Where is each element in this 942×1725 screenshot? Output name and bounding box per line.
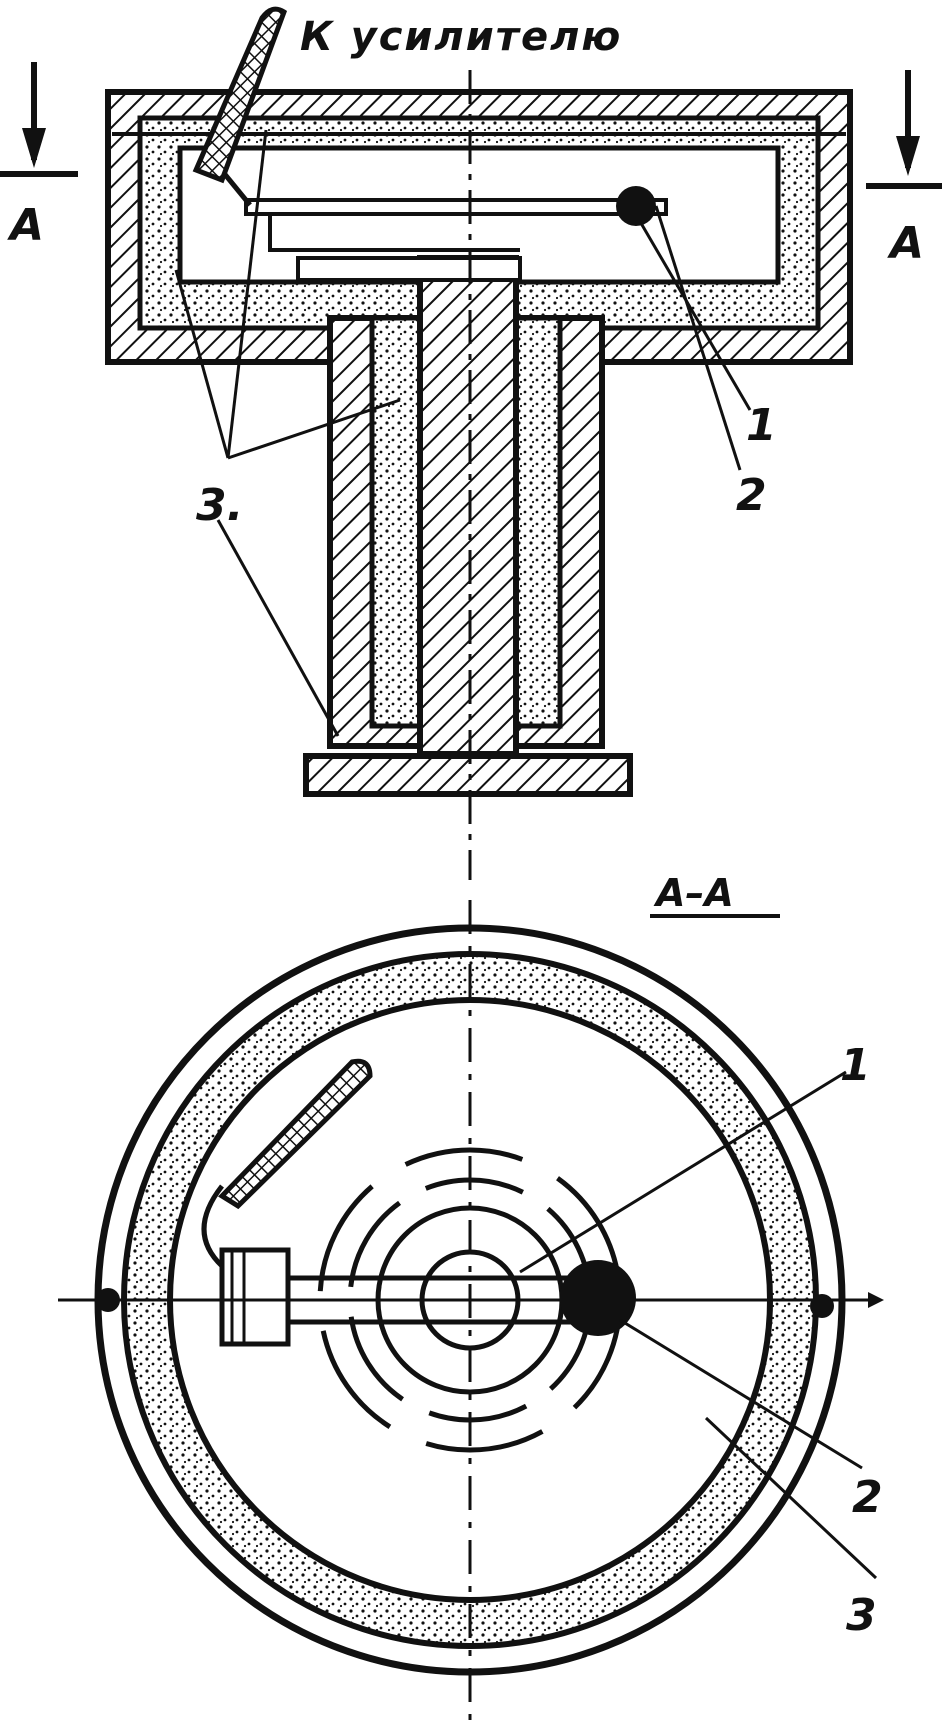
callout-3-plan: 3 xyxy=(846,1590,877,1641)
callout-1-plan: 1 xyxy=(840,1040,871,1091)
thermo-bead-plan xyxy=(560,1260,636,1336)
section-mark-right: A xyxy=(887,218,924,269)
cross-section-view: К усилителю A A 1 2 3. xyxy=(0,6,942,880)
central-rod xyxy=(417,255,519,757)
amplifier-cable xyxy=(192,6,288,184)
sensor-strip xyxy=(244,198,668,216)
cable-plan xyxy=(201,1184,224,1268)
section-title: A–A xyxy=(653,871,734,915)
callout-2-plan: 2 xyxy=(852,1472,883,1523)
section-aa-view: A–A 1 2 3 xyxy=(58,871,884,1725)
base-plate xyxy=(303,753,633,797)
thermo-bead xyxy=(616,186,656,226)
section-mark-left: A xyxy=(7,200,44,251)
callout-1-top: 1 xyxy=(746,400,777,451)
callout-3-top: 3. xyxy=(196,480,243,531)
mount-screw-right xyxy=(810,1294,834,1318)
callout-2-top: 2 xyxy=(736,470,767,521)
amplifier-label: К усилителю xyxy=(300,14,622,60)
